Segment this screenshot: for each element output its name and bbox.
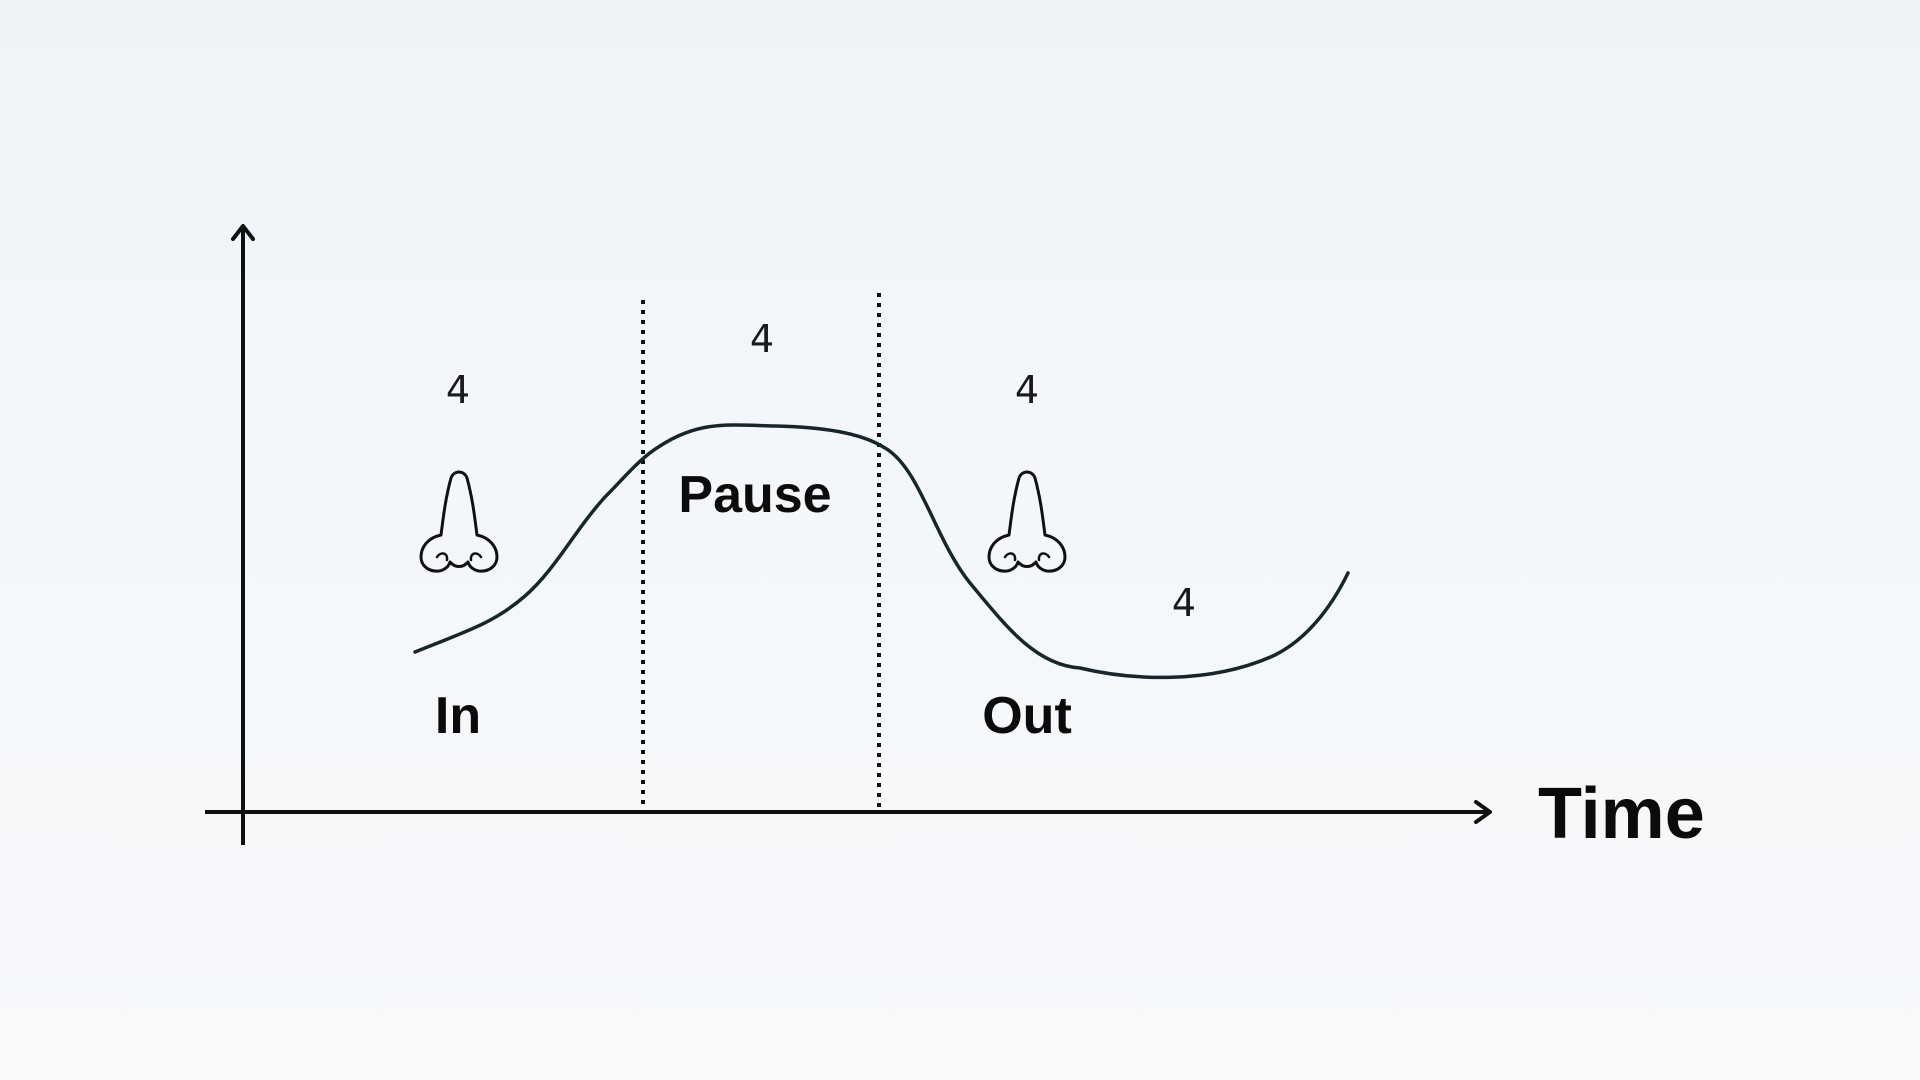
- out-count: 4: [1015, 368, 1039, 412]
- breathing-curve: [413, 423, 1350, 680]
- axes: [205, 224, 1492, 845]
- nose-icon: [987, 470, 1067, 573]
- in-label: In: [435, 687, 481, 745]
- out-label: Out: [982, 687, 1072, 745]
- pause-label: Pause: [678, 466, 831, 524]
- pause-count: 4: [750, 317, 774, 361]
- rest-count: 4: [1172, 581, 1196, 625]
- in-count: 4: [446, 368, 470, 412]
- x-axis-label: Time: [1538, 774, 1705, 854]
- x-axis-arrowhead: [1474, 800, 1492, 824]
- y-axis-arrowhead: [231, 224, 255, 241]
- nose-icon: [419, 470, 499, 573]
- phase-dividers: [641, 293, 881, 812]
